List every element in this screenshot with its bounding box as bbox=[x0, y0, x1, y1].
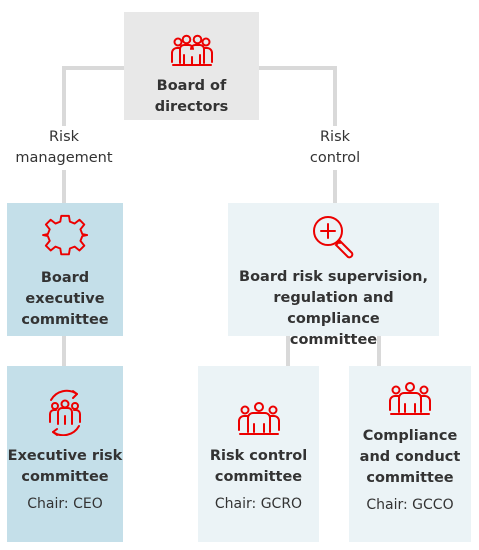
connector-exec-v bbox=[62, 336, 66, 366]
connector-left-upper-v bbox=[62, 66, 66, 126]
board-risk-supervision-title: Board risk supervision, regulation and c… bbox=[239, 269, 428, 348]
edge-label-risk-management: Risk management bbox=[10, 127, 118, 169]
board-risk-supervision-node: Board risk supervision, regulation and c… bbox=[228, 203, 439, 348]
people-cycle-icon bbox=[49, 389, 81, 436]
connector-compliance-v bbox=[377, 336, 381, 366]
magnifier-plus-icon bbox=[312, 216, 353, 259]
board-executive-committee-node: Board executive committee bbox=[7, 203, 123, 336]
gear-icon bbox=[42, 214, 88, 256]
connector-right-upper-v bbox=[333, 66, 337, 126]
board-executive-committee-title: Board executive committee bbox=[21, 270, 109, 328]
executive-risk-committee-title: Executive risk committee bbox=[7, 448, 123, 485]
executive-risk-chair: Chair: CEO bbox=[27, 496, 103, 512]
connector-left-lower-v bbox=[62, 170, 66, 203]
risk-control-chair: Chair: GCRO bbox=[214, 496, 303, 512]
compliance-conduct-committee-node: Compliance and conduct committee Chair: … bbox=[349, 366, 471, 542]
connector-board-right-h bbox=[258, 66, 337, 70]
people-group-icon bbox=[389, 382, 431, 415]
connector-riskctrl-v bbox=[286, 336, 290, 366]
people-group-icon bbox=[170, 34, 213, 66]
board-of-directors-node: Board of directors bbox=[124, 12, 259, 120]
connector-right-lower-v bbox=[333, 170, 337, 203]
people-group-icon bbox=[237, 402, 280, 435]
board-of-directors-title: Board of directors bbox=[154, 78, 229, 115]
compliance-chair: Chair: GCCO bbox=[366, 497, 454, 513]
compliance-conduct-committee-title: Compliance and conduct committee bbox=[359, 428, 461, 486]
executive-risk-committee-node: Executive risk committee Chair: CEO bbox=[7, 366, 123, 542]
risk-control-committee-title: Risk control committee bbox=[209, 448, 308, 485]
risk-control-committee-node: Risk control committee Chair: GCRO bbox=[198, 366, 319, 542]
edge-label-risk-control: Risk control bbox=[295, 127, 375, 169]
connector-board-left-h bbox=[64, 66, 124, 70]
